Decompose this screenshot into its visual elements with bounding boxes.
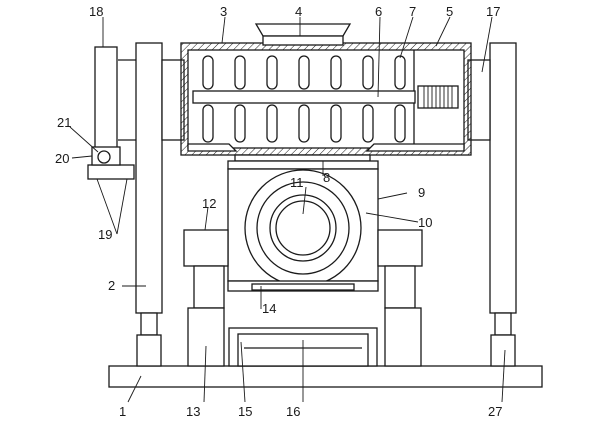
label-1: 1 [119,404,126,419]
left-bracket [87,164,135,180]
label-8: 8 [323,170,330,185]
base-plate [108,365,543,388]
label-15: 15 [238,404,252,419]
label-9: 9 [418,185,425,200]
leader-lines [69,16,506,403]
label-16: 16 [286,404,300,419]
label-14: 14 [262,301,276,316]
right-column-rod [494,312,512,336]
right-leg-lower [384,307,422,367]
label-27: 27 [488,404,502,419]
grinding-roller [269,194,337,262]
label-7: 7 [409,4,416,19]
label-10: 10 [418,215,432,230]
discharge-neck [234,154,371,162]
hopper-neck [262,35,344,46]
label-4: 4 [295,4,302,19]
right-leg-upper [384,265,416,309]
label-19: 19 [98,227,112,242]
label-5: 5 [446,4,453,19]
chamber-collar [251,283,355,291]
filter-plate [227,160,379,170]
left-column-rod [140,312,158,336]
label-20: 20 [55,151,69,166]
crushing-shaft [192,90,416,104]
label-3: 3 [220,4,227,19]
label-13: 13 [186,404,200,419]
reference-numerals: 18 3 4 6 7 5 17 21 20 8 11 9 12 10 19 2 … [55,4,502,419]
left-support-block [183,229,229,267]
label-18: 18 [89,4,103,19]
label-2: 2 [108,278,115,293]
grinding-ring-inner [256,181,350,275]
feed-hopper [254,23,352,37]
label-11: 11 [290,175,304,190]
clamp-bolt [97,150,111,164]
roller-core [275,200,331,256]
right-column [489,42,517,314]
left-column [135,42,163,314]
left-leg-upper [193,265,225,309]
right-column-foot [490,334,516,367]
label-12: 12 [202,196,216,211]
label-17: 17 [486,4,500,19]
label-6: 6 [375,4,382,19]
right-support-block [377,229,423,267]
label-21: 21 [57,115,71,130]
left-column-foot [136,334,162,367]
